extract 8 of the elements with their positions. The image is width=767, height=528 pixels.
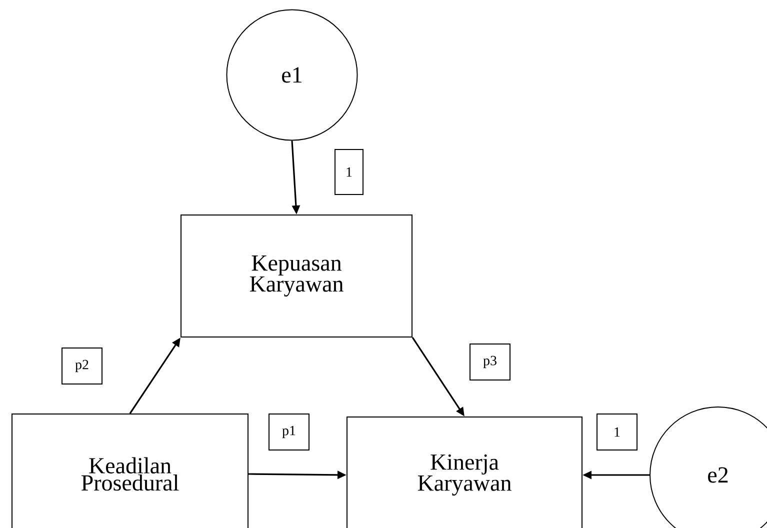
edge-label: p3 [470,344,510,380]
edge-label: p1 [268,414,310,450]
variable-box: Kepuasan Karyawan [180,214,412,338]
edge-label: 1 [596,414,638,450]
edge-label: p2 [62,348,102,384]
variable-box: Kinerja Karyawan [346,416,582,528]
edge-label: 1 [334,149,364,195]
variable-box: Keadilan Prosedural [12,414,248,528]
